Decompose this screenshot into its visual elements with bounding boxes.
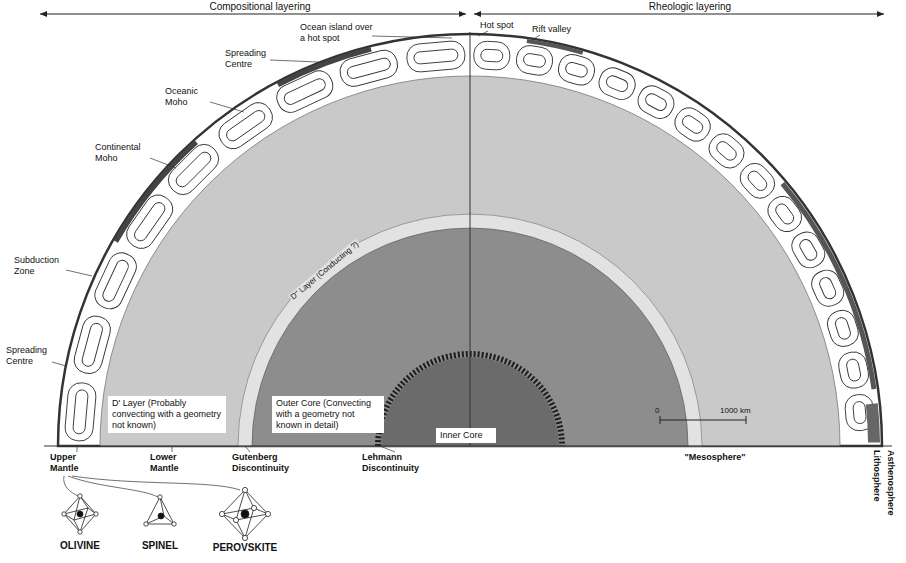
- label: Oceanic Moho: [165, 86, 215, 108]
- region-box: Outer Core (Convecting with a geometry n…: [272, 396, 384, 433]
- convection-cell: [555, 51, 597, 88]
- leader-lines: [52, 31, 540, 497]
- perovskite-crystal: [219, 487, 270, 540]
- crust-segment: [783, 184, 875, 390]
- crust-segment: [116, 142, 197, 241]
- baseline: [44, 446, 892, 447]
- label: Lithosphere: [871, 450, 882, 502]
- label: Compositional layering: [110, 1, 410, 13]
- convection-cell: [473, 41, 511, 71]
- region-text: Inner Core: [440, 430, 492, 441]
- convection-cell: [634, 81, 679, 123]
- convection-cell: [514, 44, 554, 78]
- label: Gutenberg Discontinuity: [232, 452, 316, 474]
- label: Upper Mantle: [50, 452, 96, 474]
- label: 1000 km: [720, 406, 770, 416]
- crust-segment: [872, 404, 874, 443]
- label: Lower Mantle: [150, 452, 200, 474]
- convection-cell: [670, 103, 716, 147]
- label: Asthenosphere: [885, 450, 896, 516]
- label: 0: [655, 406, 667, 416]
- scale-bar: [660, 416, 746, 424]
- convection-cell: [787, 227, 829, 272]
- span-arrow: [40, 14, 466, 15]
- label: Lehmann Discontinuity: [362, 452, 446, 474]
- convection-cell: [595, 64, 639, 103]
- crust-segment: [527, 41, 583, 53]
- label: "Mesosphere": [670, 452, 760, 463]
- label: Rheologic layering: [600, 1, 780, 13]
- label: Spreading Centre: [225, 48, 280, 70]
- region-box: D' Layer (Probably convecting with a geo…: [108, 396, 226, 433]
- divider: [470, 32, 471, 446]
- region-text: Outer Core (Convecting with a geometry n…: [276, 398, 380, 431]
- region-box: Inner Core: [436, 428, 496, 443]
- crust-segment: [278, 49, 371, 85]
- label: Rift valley: [532, 24, 592, 35]
- convection-cell: [71, 313, 113, 376]
- region-text: D' Layer (Probably convecting with a geo…: [112, 398, 222, 431]
- convection-cell: [91, 249, 141, 313]
- label: Spreading Centre: [6, 345, 56, 367]
- convection-cell: [406, 40, 466, 73]
- convection-cell: [64, 382, 97, 442]
- label: SPINEL: [130, 540, 190, 552]
- convection-cell: [163, 139, 224, 200]
- span-arrow: [474, 14, 884, 15]
- convection-cells: [64, 40, 875, 442]
- convection-cell: [763, 191, 807, 237]
- convection-cell: [735, 158, 780, 203]
- label: Hot spot: [480, 20, 530, 31]
- label: OLIVINE: [50, 540, 110, 552]
- label: Subduction Zone: [14, 255, 70, 277]
- spinel-crystal: [144, 495, 176, 526]
- label: Continental Moho: [95, 142, 157, 164]
- label: Ocean island over a hot spot: [300, 22, 374, 44]
- convection-cell: [704, 129, 750, 174]
- label: PEROVSKITE: [205, 542, 285, 554]
- olivine-crystal: [62, 494, 98, 534]
